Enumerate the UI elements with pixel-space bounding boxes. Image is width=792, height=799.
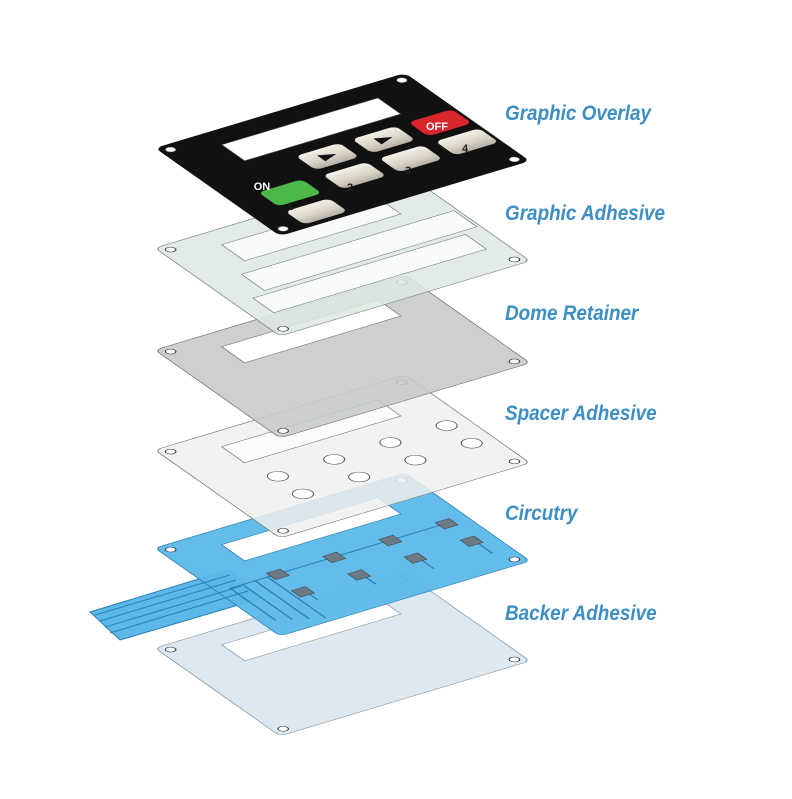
key-1-label: 1: [287, 201, 293, 213]
label-graphic-overlay: Graphic Overlay: [505, 102, 652, 125]
key-1[interactable]: [285, 198, 348, 224]
off-key[interactable]: [408, 109, 472, 136]
key-4[interactable]: [435, 128, 499, 155]
key-2[interactable]: [323, 162, 387, 189]
label-circuitry: Circutry: [505, 502, 578, 525]
display-window: [220, 97, 402, 162]
label-backer-adhesive: Backer Adhesive: [505, 602, 657, 625]
up-arrow-key[interactable]: [352, 126, 416, 153]
graphic-overlay-layer: [158, 74, 527, 235]
spacer-adhesive-layer: [157, 376, 528, 537]
key-3[interactable]: [379, 145, 443, 172]
label-spacer-adhesive: Spacer Adhesive: [505, 402, 657, 425]
arrow-icon: [373, 136, 393, 145]
key-2-label: 2: [347, 182, 353, 194]
key-3-label: 3: [405, 165, 411, 177]
graphic-adhesive-layer: [157, 174, 528, 335]
key-4-label: 4: [462, 143, 469, 155]
down-arrow-key[interactable]: [296, 143, 360, 170]
backer-adhesive-layer: [157, 574, 528, 735]
off-key-label: OFF: [426, 121, 448, 133]
label-dome-retainer: Dome Retainer: [505, 302, 639, 325]
on-key[interactable]: [258, 179, 322, 206]
label-graphic-adhesive: Graphic Adhesive: [505, 202, 666, 225]
arrow-icon: [317, 153, 337, 162]
dome-retainer-layer: [157, 276, 528, 437]
on-key-label: ON: [254, 181, 271, 193]
